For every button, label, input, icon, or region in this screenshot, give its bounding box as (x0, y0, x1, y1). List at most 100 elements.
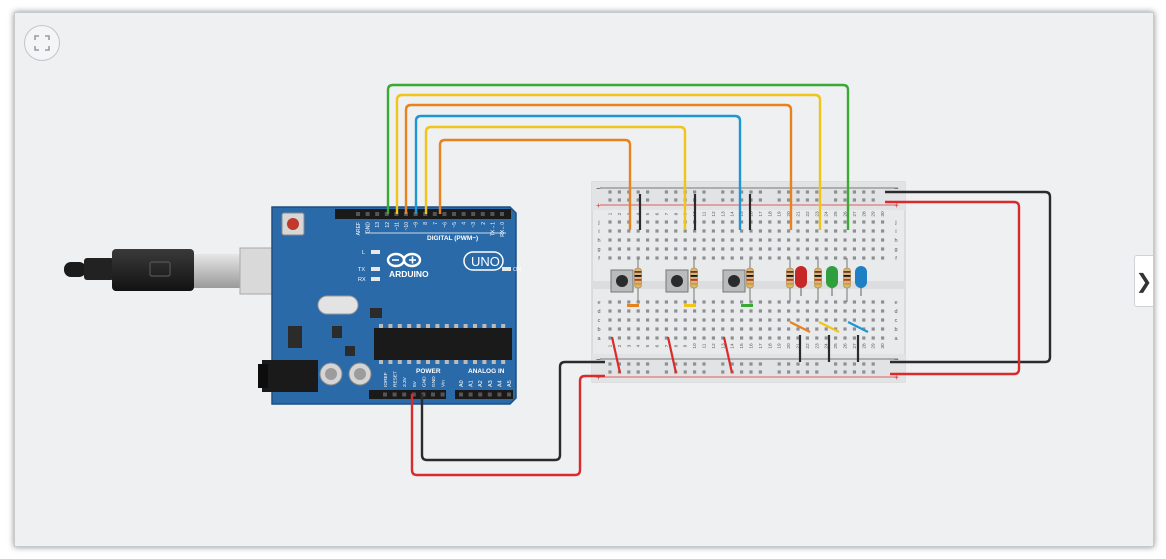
breadboard-hole[interactable] (777, 247, 781, 251)
rail-hole[interactable] (740, 370, 744, 374)
breadboard-hole[interactable] (721, 318, 725, 322)
breadboard-hole[interactable] (730, 229, 734, 233)
rail-hole[interactable] (843, 198, 847, 202)
breadboard-hole[interactable] (768, 318, 772, 322)
breadboard-hole[interactable] (711, 229, 715, 233)
rail-hole[interactable] (805, 190, 809, 194)
breadboard-hole[interactable] (881, 238, 885, 242)
breadboard-hole[interactable] (664, 300, 668, 304)
rail-hole[interactable] (664, 370, 668, 374)
breadboard-hole[interactable] (664, 229, 668, 233)
breadboard-hole[interactable] (843, 238, 847, 242)
breadboard-hole[interactable] (646, 247, 650, 251)
rail-hole[interactable] (730, 198, 734, 202)
breadboard-hole[interactable] (834, 327, 838, 331)
breadboard-hole[interactable] (881, 318, 885, 322)
breadboard-hole[interactable] (608, 336, 612, 340)
rail-hole[interactable] (796, 198, 800, 202)
breadboard-hole[interactable] (843, 318, 847, 322)
rail-hole[interactable] (834, 190, 838, 194)
rail-hole[interactable] (787, 370, 791, 374)
breadboard-hole[interactable] (617, 238, 621, 242)
breadboard-hole[interactable] (655, 318, 659, 322)
digital-pin-hole[interactable] (356, 212, 360, 216)
breadboard-hole[interactable] (787, 336, 791, 340)
breadboard-hole[interactable] (721, 220, 725, 224)
rail-hole[interactable] (636, 198, 640, 202)
rail-hole[interactable] (862, 370, 866, 374)
breadboard-hole[interactable] (758, 238, 762, 242)
breadboard-hole[interactable] (674, 220, 678, 224)
breadboard-hole[interactable] (796, 238, 800, 242)
rail-hole[interactable] (871, 190, 875, 194)
breadboard-hole[interactable] (768, 238, 772, 242)
breadboard-hole[interactable] (608, 220, 612, 224)
breadboard-hole[interactable] (740, 247, 744, 251)
breadboard-hole[interactable] (749, 318, 753, 322)
breadboard-hole[interactable] (834, 256, 838, 260)
rail-hole[interactable] (777, 362, 781, 366)
breadboard-hole[interactable] (787, 256, 791, 260)
rail-hole[interactable] (843, 370, 847, 374)
breadboard-hole[interactable] (674, 327, 678, 331)
rail-hole[interactable] (608, 370, 612, 374)
breadboard-hole[interactable] (711, 256, 715, 260)
breadboard-hole[interactable] (617, 336, 621, 340)
rail-hole[interactable] (608, 198, 612, 202)
breadboard-hole[interactable] (608, 256, 612, 260)
breadboard-hole[interactable] (683, 247, 687, 251)
rail-hole[interactable] (721, 190, 725, 194)
rail-hole[interactable] (862, 198, 866, 202)
breadboard-hole[interactable] (852, 238, 856, 242)
power-wires[interactable] (410, 190, 1052, 477)
power-pin-hole[interactable] (421, 392, 426, 397)
breadboard-hole[interactable] (805, 247, 809, 251)
breadboard-hole[interactable] (655, 336, 659, 340)
breadboard-hole[interactable] (702, 220, 706, 224)
breadboard-hole[interactable] (702, 318, 706, 322)
rail-hole[interactable] (852, 370, 856, 374)
rail-hole[interactable] (683, 370, 687, 374)
analog-pin-hole[interactable] (487, 392, 492, 397)
breadboard-hole[interactable] (683, 238, 687, 242)
breadboard-hole[interactable] (646, 229, 650, 233)
breadboard-hole[interactable] (843, 336, 847, 340)
breadboard-hole[interactable] (655, 300, 659, 304)
breadboard-hole[interactable] (711, 238, 715, 242)
breadboard-hole[interactable] (693, 309, 697, 313)
breadboard-hole[interactable] (834, 309, 838, 313)
rail-hole[interactable] (617, 198, 621, 202)
rail-hole[interactable] (646, 190, 650, 194)
rail-hole[interactable] (740, 190, 744, 194)
rail-hole[interactable] (608, 190, 612, 194)
breadboard-hole[interactable] (758, 220, 762, 224)
breadboard-hole[interactable] (674, 256, 678, 260)
rail-hole[interactable] (787, 362, 791, 366)
breadboard-hole[interactable] (627, 238, 631, 242)
digital-pin-hole[interactable] (480, 212, 485, 216)
breadboard-hole[interactable] (852, 300, 856, 304)
digital-pin-hole[interactable] (452, 212, 456, 216)
breadboard-hole[interactable] (674, 247, 678, 251)
rail-hole[interactable] (758, 370, 762, 374)
panel-toggle-button[interactable]: ❯ (1134, 255, 1153, 307)
breadboard-hole[interactable] (702, 238, 706, 242)
breadboard-hole[interactable] (758, 247, 762, 251)
breadboard-hole[interactable] (702, 229, 706, 233)
breadboard-hole[interactable] (627, 309, 631, 313)
breadboard-hole[interactable] (805, 327, 809, 331)
rail-hole[interactable] (693, 370, 697, 374)
breadboard-hole[interactable] (702, 300, 706, 304)
rail-hole[interactable] (702, 198, 706, 202)
breadboard-hole[interactable] (749, 327, 753, 331)
rail-hole[interactable] (721, 370, 725, 374)
breadboard-hole[interactable] (664, 256, 668, 260)
breadboard-hole[interactable] (683, 309, 687, 313)
breadboard-hole[interactable] (608, 309, 612, 313)
breadboard-hole[interactable] (674, 336, 678, 340)
rail-hole[interactable] (664, 190, 668, 194)
breadboard-hole[interactable] (627, 247, 631, 251)
rail-hole[interactable] (871, 362, 875, 366)
breadboard-hole[interactable] (815, 336, 819, 340)
rail-hole[interactable] (834, 362, 838, 366)
